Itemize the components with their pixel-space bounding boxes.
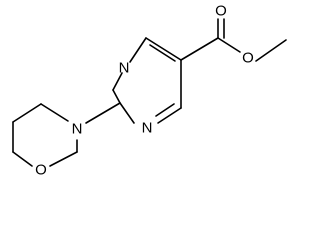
bond-n1-c6 [129,37,147,63]
bond-c5-carbonyl [180,37,219,61]
morpholine-ring [12,103,78,167]
atom-label-n-bottom: N [142,120,153,137]
atom-label-o-morpholine: O [35,162,47,179]
chemical-structure: N N N O O O [12,3,287,179]
atom-label-o-carbonyl: O [215,3,227,20]
bond-ctopleft-cleft [12,103,42,123]
bond-c2-n1-double [112,72,123,91]
bond-cbottomleft-o [12,151,33,167]
bond-c4-n3-double [155,103,175,117]
bond-c6-c5 [145,37,182,61]
atom-label-n-morpholine: N [72,121,83,138]
bond-o-cbottomright [49,151,78,167]
bond-oester-methyl [255,39,287,62]
methyl-ester-group [180,18,287,62]
pyrimidine-ring [112,37,182,124]
bond-c4-n3 [157,107,182,124]
bond-c2-nmorpholine [85,102,121,124]
bond-n-ctopleft [40,103,69,122]
bond-c6-c5-double [149,44,176,62]
bond-carbonyl-oester [217,37,241,53]
atom-label-n-top: N [119,60,130,77]
bond-c2-n1 [112,89,121,104]
atom-label-o-ester: O [242,50,254,67]
bond-n3-c2 [119,102,135,124]
